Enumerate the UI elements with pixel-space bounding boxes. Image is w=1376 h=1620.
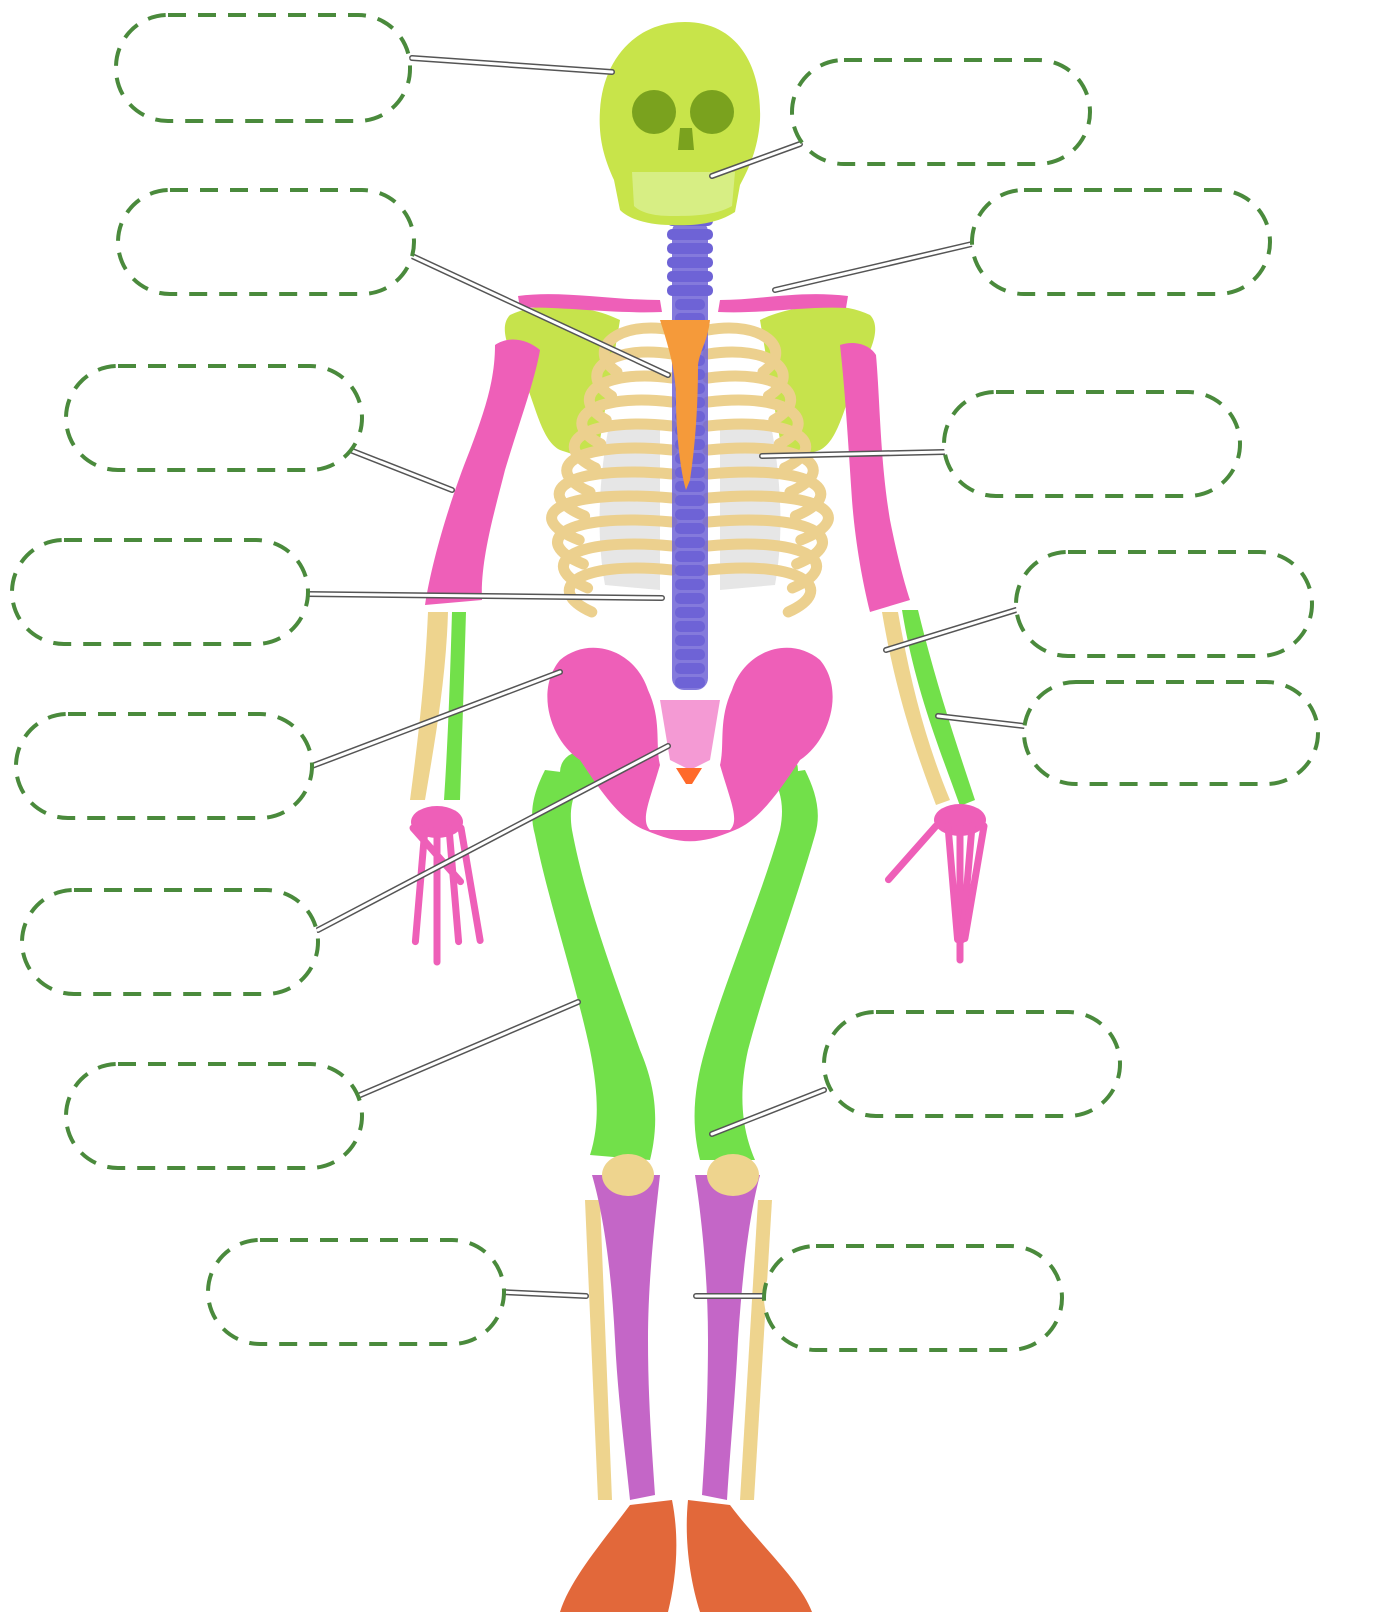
box-fibula[interactable] (208, 1240, 504, 1344)
right-eye-socket (690, 90, 734, 134)
label-box-outline (208, 1240, 504, 1344)
left-radius (410, 612, 448, 800)
label-box-outline (16, 714, 312, 818)
box-clavicle[interactable] (972, 190, 1270, 294)
finger-bone (888, 826, 936, 880)
box-ribs[interactable] (944, 392, 1240, 496)
jaw (632, 172, 735, 216)
leader-line (358, 1002, 578, 1096)
left-femur (532, 770, 655, 1160)
leader-line (350, 450, 452, 490)
label-box-outline (944, 392, 1240, 496)
label-box-outline (116, 15, 410, 121)
label-box-outline (1024, 682, 1318, 784)
label-box-outline (12, 540, 308, 644)
box-coccyx[interactable] (22, 890, 318, 994)
label-box-outline (66, 1064, 362, 1168)
left-eye-socket (632, 90, 676, 134)
left-patella (602, 1154, 654, 1196)
box-jaw[interactable] (792, 60, 1090, 164)
coccyx (676, 768, 702, 784)
right-patella (707, 1154, 759, 1196)
box-pelvis[interactable] (16, 714, 312, 818)
box-skull[interactable] (116, 15, 410, 121)
right-foot (687, 1500, 812, 1612)
right-hand (888, 804, 986, 960)
box-humerus[interactable] (66, 366, 362, 470)
label-box-outline (1016, 552, 1312, 656)
leader-line (938, 716, 1024, 726)
sacrum (660, 700, 720, 770)
left-hand (411, 806, 480, 962)
box-spine[interactable] (12, 540, 308, 644)
box-femur[interactable] (66, 1064, 362, 1168)
box-patella[interactable] (824, 1012, 1120, 1116)
box-tibia[interactable] (764, 1246, 1062, 1350)
label-box-outline (972, 190, 1270, 294)
finger-bone (948, 826, 958, 940)
finger-bone (415, 828, 425, 942)
label-box-outline (22, 890, 318, 994)
leader-line (775, 244, 972, 290)
label-box-outline (792, 60, 1090, 164)
label-box-outline (66, 366, 362, 470)
label-box-outline (118, 190, 414, 294)
left-humerus (425, 340, 540, 605)
leader-line (318, 746, 668, 930)
box-sternum[interactable] (118, 190, 414, 294)
right-humerus (840, 343, 910, 612)
finger-bone (449, 828, 459, 942)
leader-line (412, 58, 612, 72)
left-foot (560, 1500, 676, 1612)
box-radius[interactable] (1016, 552, 1312, 656)
nasal-cavity (678, 128, 694, 150)
label-box-outline (824, 1012, 1120, 1116)
box-ulna[interactable] (1024, 682, 1318, 784)
label-box-outline (764, 1246, 1062, 1350)
